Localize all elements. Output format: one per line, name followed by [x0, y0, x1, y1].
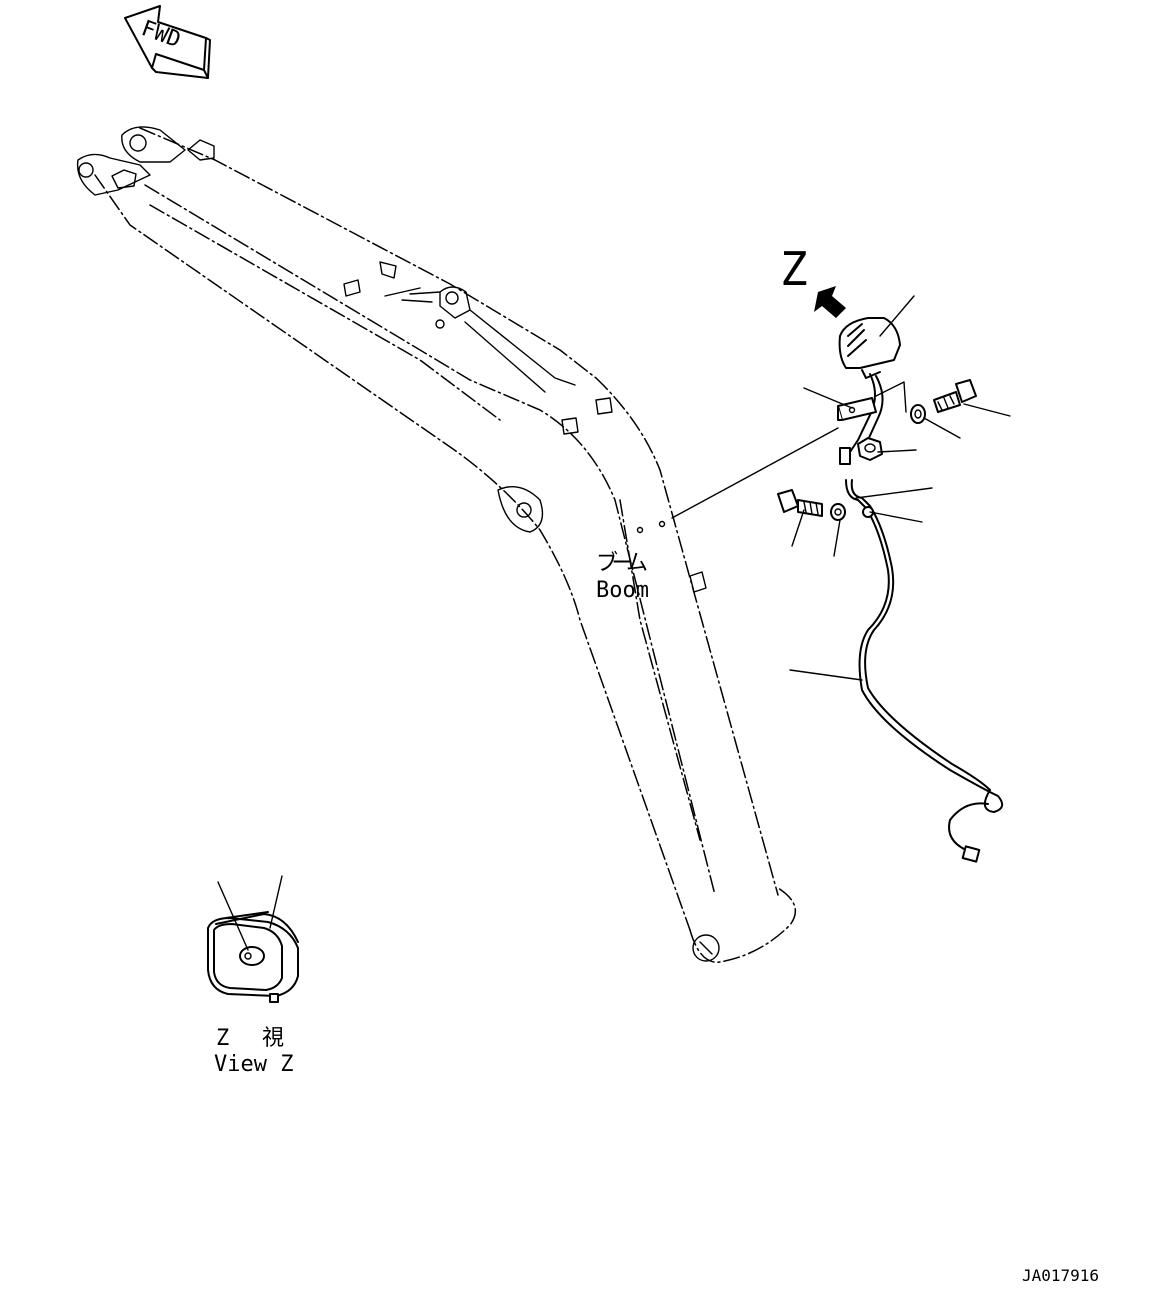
view-z-lamp: [207, 875, 299, 1003]
wiring-harness: [845, 479, 1004, 863]
mounting-leader-line: [671, 427, 839, 519]
boom-label-en: Boom: [596, 578, 649, 603]
view-letter: Z: [780, 242, 808, 296]
boom-label-jp: ブーム: [596, 551, 648, 576]
bolt-upper: [933, 379, 977, 413]
washer-lower: [830, 503, 846, 521]
drawing-id: JA017916: [1022, 1266, 1099, 1285]
nut: [857, 437, 883, 461]
view-z-arrow: Z: [780, 242, 846, 318]
view-caption-jp-kanji: 視: [262, 1026, 284, 1051]
view-caption-jp-letter: Z: [216, 1026, 229, 1051]
fwd-arrow: FWD: [124, 5, 211, 79]
boom-outline: [76, 126, 797, 963]
view-caption-en: View Z: [214, 1052, 293, 1077]
lamp-bracket: [837, 381, 907, 421]
callout-leaders: [789, 295, 1011, 681]
bolt-lower: [777, 489, 823, 517]
washer-upper: [910, 404, 926, 424]
